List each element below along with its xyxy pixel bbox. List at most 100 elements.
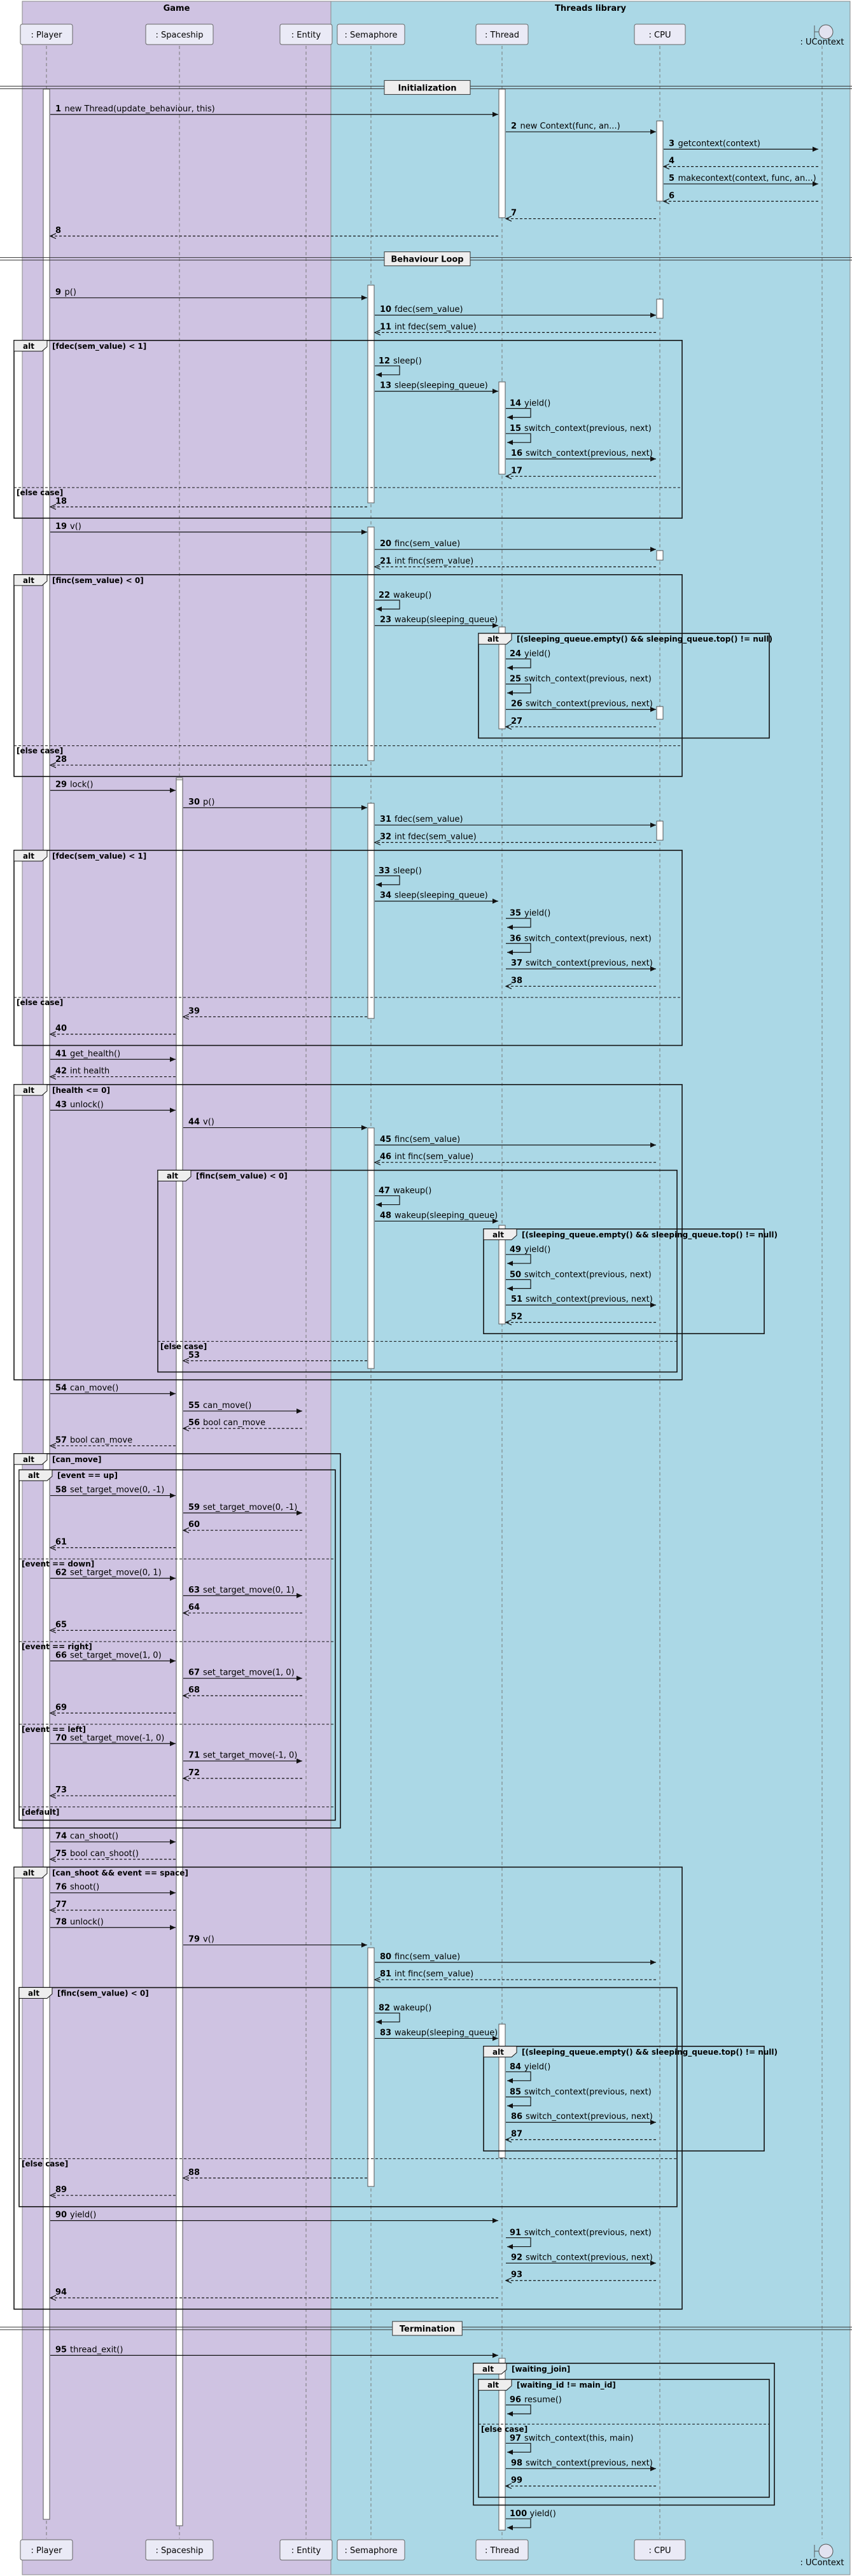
message-label: wakeup(sleeping_queue)	[395, 616, 498, 625]
participant-label: : Entity	[291, 31, 321, 40]
participant-label: : Entity	[291, 2546, 321, 2556]
message-label: thread_exit()	[70, 2345, 123, 2354]
message-label: fdec(sem_value)	[395, 815, 463, 824]
else-label: [default]	[22, 1808, 59, 1817]
activation-bar	[656, 550, 664, 561]
self-message-arrow	[375, 1195, 400, 1207]
message-label: switch_context(previous, next)	[524, 675, 652, 684]
message-number: 76	[55, 1883, 67, 1892]
participant-player	[20, 2539, 73, 2561]
message-label: get_health()	[70, 1049, 120, 1059]
message-label: finc(sem_value)	[395, 1952, 460, 1962]
alt-condition: [waiting_id != main_id]	[517, 2381, 616, 2390]
message-number: 92	[511, 2253, 522, 2262]
message-number: 9	[55, 288, 61, 297]
message-label: makecontext(context, func, an...)	[678, 174, 816, 183]
message-number: 12	[379, 356, 390, 366]
message-label: p()	[203, 798, 214, 807]
message-label: int fdec(sem_value)	[395, 322, 477, 332]
alt-fragment	[483, 2046, 765, 2152]
alt-keyword: alt	[482, 2365, 494, 2374]
alt-keyword: alt	[23, 1455, 34, 1464]
divider-box	[384, 251, 471, 267]
message-label: switch_context(previous, next)	[526, 449, 653, 458]
activation-bar	[498, 88, 506, 218]
alt-keyword: alt	[23, 576, 34, 585]
self-message-arrow	[375, 875, 400, 887]
message-number: 7	[511, 209, 517, 218]
participant-cpu	[634, 24, 686, 45]
message-label: bool can_shoot()	[70, 1849, 139, 1859]
alt-condition: [can_move]	[52, 1455, 101, 1465]
message-number: 59	[188, 1503, 200, 1512]
message-number: 66	[55, 1650, 67, 1660]
self-message-arrow	[506, 943, 531, 955]
divider-label: Initialization	[398, 83, 456, 93]
activation-bar	[656, 820, 664, 841]
participant-label: : Thread	[485, 2546, 519, 2556]
alt-condition: [fdec(sem_value) < 1]	[52, 342, 146, 351]
alt-keyword: alt	[487, 635, 499, 644]
message-label: int health	[70, 1067, 109, 1076]
self-message-arrow	[375, 600, 400, 612]
message-label: switch_context(previous, next)	[526, 2112, 653, 2122]
participant-semaphore	[337, 2539, 405, 2561]
activation-bar	[367, 1127, 375, 1369]
message-number: 56	[188, 1418, 200, 1428]
message-number: 55	[188, 1401, 200, 1411]
message-number: 75	[55, 1849, 67, 1859]
message-number: 100	[510, 2509, 527, 2519]
message-label: p()	[65, 288, 76, 297]
boundary-icon	[814, 24, 834, 39]
message-label: finc(sem_value)	[395, 539, 460, 549]
participant-spaceship	[145, 24, 214, 45]
message-number: 77	[55, 1900, 67, 1910]
message-label: yield()	[524, 1245, 550, 1255]
activation-bar	[498, 381, 506, 475]
message-number: 89	[55, 2185, 67, 2195]
self-message-arrow	[506, 1279, 531, 1292]
self-message-arrow	[506, 408, 531, 420]
self-message-arrow	[375, 365, 400, 377]
participant-label: : Semaphore	[345, 2546, 398, 2556]
alt-keyword: alt	[492, 2048, 504, 2057]
alt-keyword: alt	[28, 1989, 39, 1998]
alt-tab	[13, 1866, 48, 1878]
message-label: int finc(sem_value)	[395, 1969, 473, 1979]
message-number: 46	[380, 1152, 391, 1162]
else-label: [else case]	[17, 998, 63, 1007]
boundary-icon	[814, 2544, 834, 2559]
message-label: switch_context(previous, next)	[524, 934, 652, 943]
self-message-arrow	[506, 2071, 531, 2083]
message-number: 43	[55, 1100, 67, 1109]
message-label: switch_context(previous, next)	[524, 424, 652, 433]
self-message-arrow	[506, 918, 531, 930]
alt-tab	[13, 1453, 48, 1465]
message-label: set_target_move(0, -1)	[70, 1486, 164, 1495]
activation-bar	[176, 779, 183, 2526]
alt-fragment	[18, 1987, 678, 2207]
participant-semaphore	[337, 24, 405, 45]
alt-fragment	[478, 633, 770, 739]
message-number: 60	[188, 1520, 200, 1530]
participant-entity	[279, 2539, 333, 2561]
message-number: 79	[188, 1935, 200, 1945]
alt-condition: [waiting_join]	[512, 2365, 570, 2374]
self-message-arrow	[506, 2518, 531, 2531]
activation-bar	[498, 626, 506, 729]
participant-label: : CPU	[649, 2546, 671, 2556]
self-message-arrow	[375, 2012, 400, 2025]
alt-condition: [health <= 0]	[52, 1086, 110, 1095]
divider-box	[392, 2321, 463, 2336]
message-label: switch_context(previous, next)	[524, 2087, 652, 2097]
message-number: 68	[188, 1686, 200, 1695]
alt-keyword: alt	[487, 2381, 499, 2389]
message-number: 65	[55, 1620, 67, 1629]
activation-bar	[43, 88, 50, 2520]
message-number: 10	[380, 305, 391, 314]
participant-label: : UContext	[800, 2558, 844, 2568]
alt-condition: [finc(sem_value) < 0]	[57, 1989, 149, 1999]
message-number: 3	[669, 139, 674, 148]
message-number: 37	[511, 959, 522, 968]
